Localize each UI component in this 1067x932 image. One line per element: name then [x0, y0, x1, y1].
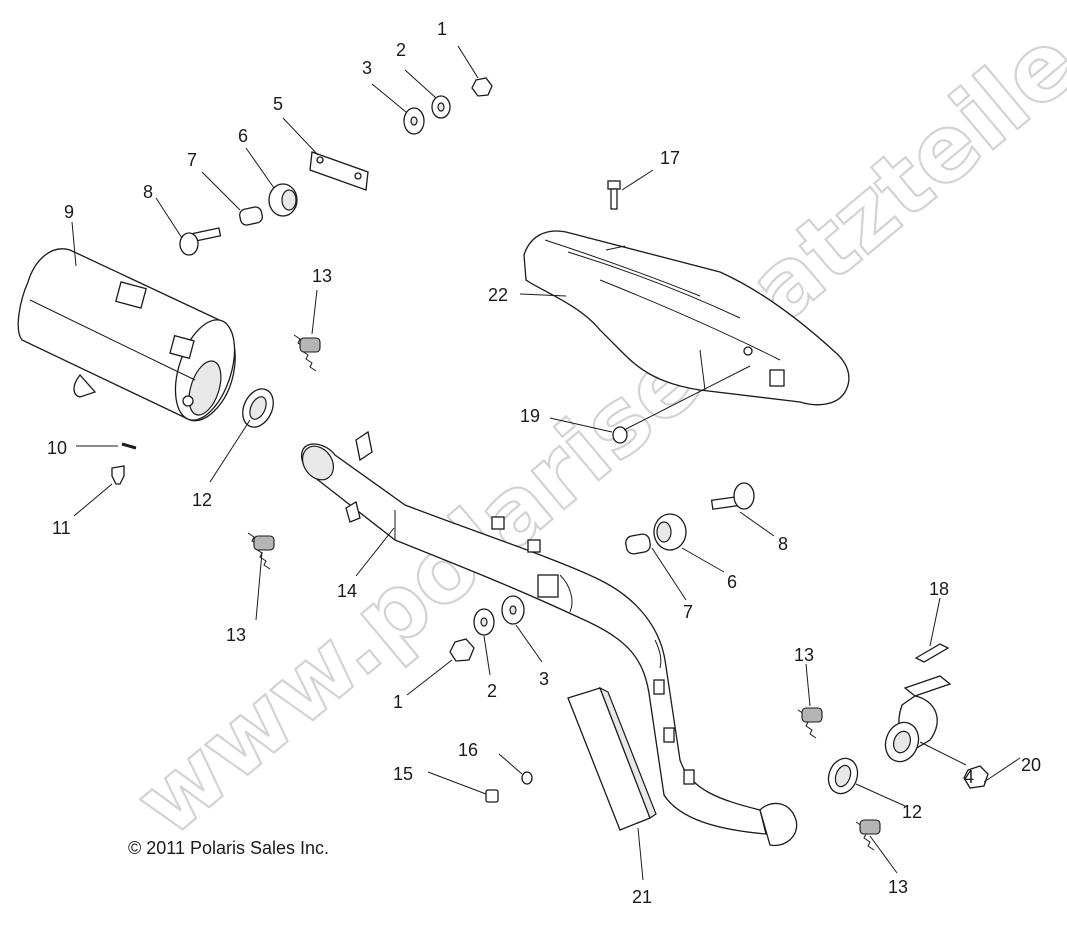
- leader-lines: [71, 45, 1021, 881]
- part-15-bolt: [485, 789, 499, 803]
- part-8-bolt-top: [179, 227, 222, 256]
- callout-12: 12: [192, 490, 212, 510]
- part-3-washer-top: [403, 107, 425, 135]
- callout-16: 16: [458, 740, 478, 760]
- part-12-gasket-right: [827, 757, 859, 795]
- callout-4: 4: [964, 767, 974, 787]
- callout-15: 15: [393, 764, 413, 784]
- callout-1: 1: [393, 692, 403, 712]
- callout-17: 17: [660, 148, 680, 168]
- callout-20: 20: [1021, 755, 1041, 775]
- callout-13: 13: [226, 625, 246, 645]
- part-7-sleeve-right: [625, 533, 651, 555]
- part-18-gasket: [914, 643, 950, 663]
- part-9-muffler: [17, 248, 236, 422]
- part-14-exhaust-pipe: [300, 430, 798, 847]
- callout-13: 13: [312, 266, 332, 286]
- callout-8: 8: [778, 534, 788, 554]
- callout-9: 9: [64, 202, 74, 222]
- callout-22: 22: [488, 285, 508, 305]
- part-13-spring-b: [247, 532, 275, 570]
- callout-5: 5: [273, 94, 283, 114]
- part-12-gasket-top: [242, 388, 274, 428]
- callout-18: 18: [929, 579, 949, 599]
- part-16-washer: [521, 771, 533, 785]
- callout-6: 6: [727, 572, 737, 592]
- part-2-washer-bottom: [473, 608, 495, 636]
- part-4-elbow: [884, 675, 952, 763]
- callout-2: 2: [487, 681, 497, 701]
- part-6-bushing-right: [653, 513, 687, 551]
- callout-14: 14: [337, 581, 357, 601]
- part-22-heat-shield: [523, 230, 850, 406]
- part-10-pin: [121, 442, 137, 450]
- callout-1: 1: [437, 19, 447, 39]
- copyright-notice: © 2011 Polaris Sales Inc.: [128, 838, 329, 858]
- callout-7: 7: [683, 602, 693, 622]
- callout-19: 19: [520, 406, 540, 426]
- callout-8: 8: [143, 182, 153, 202]
- part-2-washer-top: [431, 95, 451, 119]
- part-20-nut: [963, 765, 989, 789]
- part-19-grommet: [612, 426, 628, 444]
- part-5-bracket: [309, 151, 369, 191]
- part-6-bushing-top: [268, 183, 298, 217]
- callout-labels: 1 2 3 5 6 7 8 9 17 22 13 19 10 11 12 13 …: [47, 19, 1041, 907]
- callout-7: 7: [187, 150, 197, 170]
- callout-6: 6: [238, 126, 248, 146]
- callout-12: 12: [902, 802, 922, 822]
- callout-13: 13: [794, 645, 814, 665]
- part-21-shield: [567, 686, 657, 831]
- part-13-spring-d: [855, 819, 881, 851]
- callout-11: 11: [52, 518, 71, 538]
- part-13-spring-a: [293, 334, 321, 372]
- part-17-bolt: [607, 180, 621, 210]
- callout-2: 2: [396, 40, 406, 60]
- part-13-spring-c: [797, 707, 823, 739]
- callout-13: 13: [888, 877, 908, 897]
- part-1-nut-bottom: [449, 638, 475, 662]
- callout-10: 10: [47, 438, 67, 458]
- part-3-washer-bottom: [501, 595, 525, 625]
- callout-3: 3: [539, 669, 549, 689]
- part-11-bolt: [111, 465, 125, 485]
- part-8-bolt-right: [710, 482, 755, 510]
- callout-21: 21: [632, 887, 652, 907]
- part-1-nut-top: [471, 77, 493, 97]
- callout-3: 3: [362, 58, 372, 78]
- part-7-sleeve-top: [239, 206, 263, 226]
